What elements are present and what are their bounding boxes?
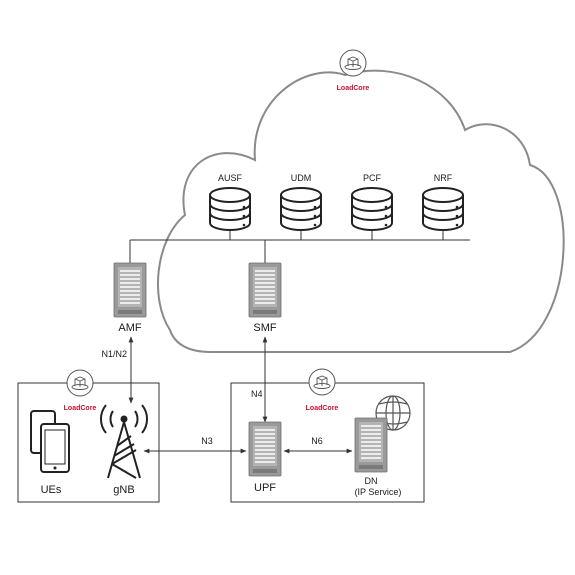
link-n6: N6 <box>283 436 353 454</box>
amf-label: AMF <box>118 322 142 334</box>
n4-label: N4 <box>251 389 263 399</box>
database-nrf: NRF <box>422 173 464 231</box>
link-n3: N3 <box>143 436 247 454</box>
pcf-label: PCF <box>363 173 382 183</box>
link-n1n2: N1/N2 <box>101 336 134 404</box>
globe-icon <box>375 395 411 431</box>
amf-node: AMF <box>113 262 147 334</box>
database-icon <box>422 187 464 231</box>
n1n2-label: N1/N2 <box>101 349 127 359</box>
loadcore-logo-upf: LoadCore <box>306 368 339 412</box>
loadcore-logo-access: LoadCore <box>64 369 97 412</box>
loadcore-brand-access: LoadCore <box>64 405 97 412</box>
database-udm: UDM <box>280 173 322 231</box>
database-pcf: PCF <box>351 173 393 231</box>
upf-label: UPF <box>254 482 276 494</box>
dn-label: DN <box>365 476 378 486</box>
smf-node: SMF <box>248 262 282 334</box>
server-icon <box>354 417 388 473</box>
smf-label: SMF <box>253 322 277 334</box>
server-icon <box>248 421 282 477</box>
mobile-devices-icon <box>30 410 70 473</box>
antenna-tower-icon <box>99 404 149 479</box>
core-cloud-outline <box>157 69 565 353</box>
database-icon <box>280 187 322 231</box>
database-icon <box>209 187 251 231</box>
nrf-label: NRF <box>434 173 453 183</box>
loadcore-icon <box>66 369 94 397</box>
database-ausf: AUSF <box>209 173 251 231</box>
loadcore-brand-cloud: LoadCore <box>337 85 370 92</box>
udm-label: UDM <box>291 173 312 183</box>
gnb-label: gNB <box>113 484 134 496</box>
loadcore-brand-upf: LoadCore <box>306 405 339 412</box>
upf-node: UPF <box>248 421 282 494</box>
database-icon <box>351 187 393 231</box>
server-icon <box>113 262 147 318</box>
server-icon <box>248 262 282 318</box>
link-n4: N4 <box>251 336 268 423</box>
dn-sublabel: (IP Service) <box>355 487 402 497</box>
ues-label: UEs <box>41 484 62 496</box>
n3-label: N3 <box>201 436 213 446</box>
service-bus <box>129 230 470 263</box>
n6-label: N6 <box>311 436 323 446</box>
ausf-label: AUSF <box>218 173 243 183</box>
dn-node: DN (IP Service) <box>354 417 402 497</box>
loadcore-icon <box>339 49 367 77</box>
loadcore-logo-cloud: LoadCore <box>337 49 370 92</box>
loadcore-icon <box>308 368 336 396</box>
